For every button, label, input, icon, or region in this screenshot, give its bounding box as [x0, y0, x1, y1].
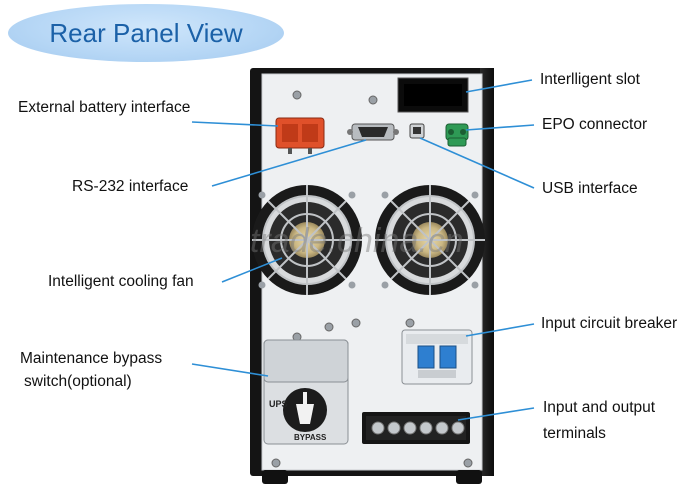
epo-connector-illustration: [445, 123, 469, 147]
usb-port: [409, 123, 425, 139]
title-badge: Rear Panel View: [8, 4, 284, 62]
io-terminal-block: [362, 412, 470, 444]
leader-epo: [465, 124, 535, 131]
label-io-terminals-line2: terminals: [543, 425, 606, 442]
label-intelligent-slot: Interlligent slot: [540, 71, 640, 88]
label-epo-connector: EPO connector: [542, 116, 648, 133]
label-input-circuit-breaker: Input circuit breaker: [541, 315, 678, 332]
bypass-switch-ups-label: UPS: [269, 399, 288, 409]
leader-rs232: [211, 139, 367, 187]
watermark-text: trade.china.cn: [250, 222, 464, 260]
label-rs232-interface: RS-232 interface: [72, 178, 189, 195]
leader-terminals: [457, 407, 535, 421]
leader-external-battery: [191, 121, 279, 127]
input-circuit-breaker: [401, 329, 473, 385]
leader-bypass-switch: [191, 363, 269, 377]
leader-intelligent-slot: [465, 79, 533, 93]
cabinet-right-edge: [480, 68, 494, 476]
label-io-terminals-line1: Input and output: [543, 399, 656, 416]
leader-cooling-fan: [221, 257, 283, 283]
label-external-battery-interface: External battery interface: [18, 99, 191, 116]
label-maintenance-bypass-line1: Maintenance bypass: [20, 350, 163, 367]
battery-connector: [275, 117, 325, 154]
leader-lines: [191, 79, 535, 421]
label-intelligent-cooling-fan: Intelligent cooling fan: [48, 273, 194, 290]
foot-left: [262, 470, 288, 484]
page-title: Rear Panel View: [49, 17, 243, 48]
bypass-switch-illustration: UPS BYPASS: [263, 339, 349, 445]
label-maintenance-bypass-line2: switch(optional): [24, 373, 132, 390]
label-usb-interface: USB interface: [542, 180, 638, 197]
rs232-port: [347, 123, 399, 141]
leader-input-breaker: [465, 323, 535, 337]
cooling-fan-left: [252, 185, 362, 295]
bypass-switch-bypass-label: BYPASS: [294, 433, 327, 442]
cooling-fan-right: [375, 185, 485, 295]
leader-usb: [419, 137, 535, 189]
foot-right: [456, 470, 482, 484]
